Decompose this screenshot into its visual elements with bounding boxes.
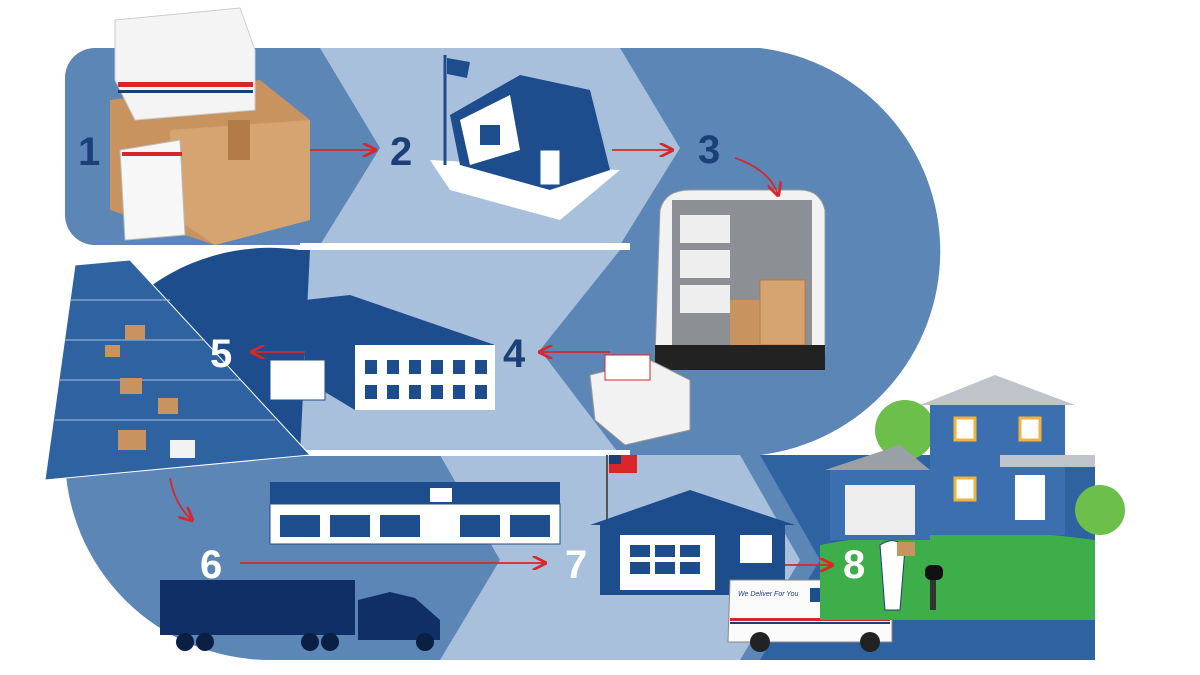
step-number-7: 7 bbox=[565, 543, 587, 587]
semi-truck-illustration bbox=[160, 580, 440, 651]
processing-plant-illustration bbox=[269, 295, 495, 410]
packages-illustration bbox=[110, 7, 310, 245]
van-cargo-illustration bbox=[654, 189, 826, 370]
step-number-8: 8 bbox=[843, 543, 865, 587]
distribution-center-illustration bbox=[269, 482, 561, 545]
house-illustration bbox=[820, 375, 1125, 620]
mail-tray-illustration bbox=[589, 354, 691, 446]
flow-arrows bbox=[169, 150, 832, 565]
step-number-4: 4 bbox=[503, 332, 526, 376]
post-office-illustration bbox=[430, 55, 620, 220]
arrow-5-6 bbox=[169, 477, 192, 520]
mailbox-icon bbox=[925, 565, 943, 580]
step-number-6: 6 bbox=[200, 543, 222, 587]
step-number-1: 1 bbox=[78, 130, 100, 174]
arrow-3-van bbox=[734, 157, 778, 195]
local-post-office-illustration bbox=[590, 455, 795, 595]
step-number-5: 5 bbox=[210, 332, 232, 376]
van-slogan: We Deliver For You bbox=[738, 591, 799, 598]
step-number-3: 3 bbox=[698, 128, 720, 172]
step-number-2: 2 bbox=[390, 130, 412, 174]
sorting-conveyor-illustration bbox=[44, 259, 312, 481]
